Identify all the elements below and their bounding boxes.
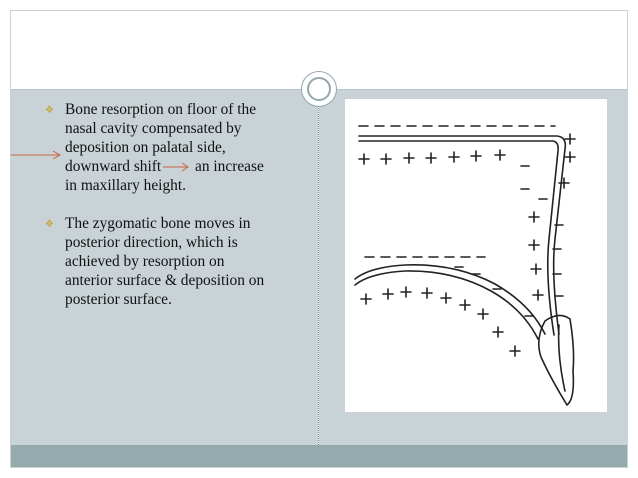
bullet-line: anterior surface & deposition on: [65, 272, 265, 289]
deposition-signs: [358, 133, 576, 357]
bullet-item-bone-resorption: ❖ Bone resorption on floor of the nasal …: [38, 100, 310, 195]
ornament-circle-icon: [301, 71, 337, 107]
slide-frame: [10, 10, 628, 468]
deposition-arrow-icon: [11, 150, 62, 160]
footer-bar: [11, 445, 627, 467]
bullet-line: achieved by resorption on: [65, 253, 225, 270]
bullet-line: The zygomatic bone moves in: [65, 215, 251, 232]
bullet-item-zygomatic-bone: ❖ The zygomatic bone moves in posterior …: [38, 214, 310, 309]
bullet-line: Bone resorption on floor of the: [65, 101, 257, 118]
diamond-bullet-icon: ❖: [45, 105, 54, 116]
bullet-line: in maxillary height.: [65, 177, 186, 194]
column-divider: [318, 100, 319, 445]
left-content-panel: [11, 90, 318, 445]
bullet-line: an increase: [191, 158, 264, 175]
bullet-list: ❖ Bone resorption on floor of the nasal …: [38, 100, 310, 309]
bullet-line: nasal cavity compensated by: [65, 120, 242, 137]
right-arrow-icon: [163, 163, 190, 172]
bullet-line: posterior surface.: [65, 291, 172, 308]
bullet-line: downward shift: [65, 158, 162, 175]
bullet-line: posterior direction, which is: [65, 234, 238, 251]
resorption-signs: [454, 165, 564, 317]
bullet-line: deposition on palatal side,: [65, 139, 226, 156]
maxilla-growth-diagram: [345, 99, 607, 412]
diamond-bullet-icon: ❖: [45, 219, 54, 230]
